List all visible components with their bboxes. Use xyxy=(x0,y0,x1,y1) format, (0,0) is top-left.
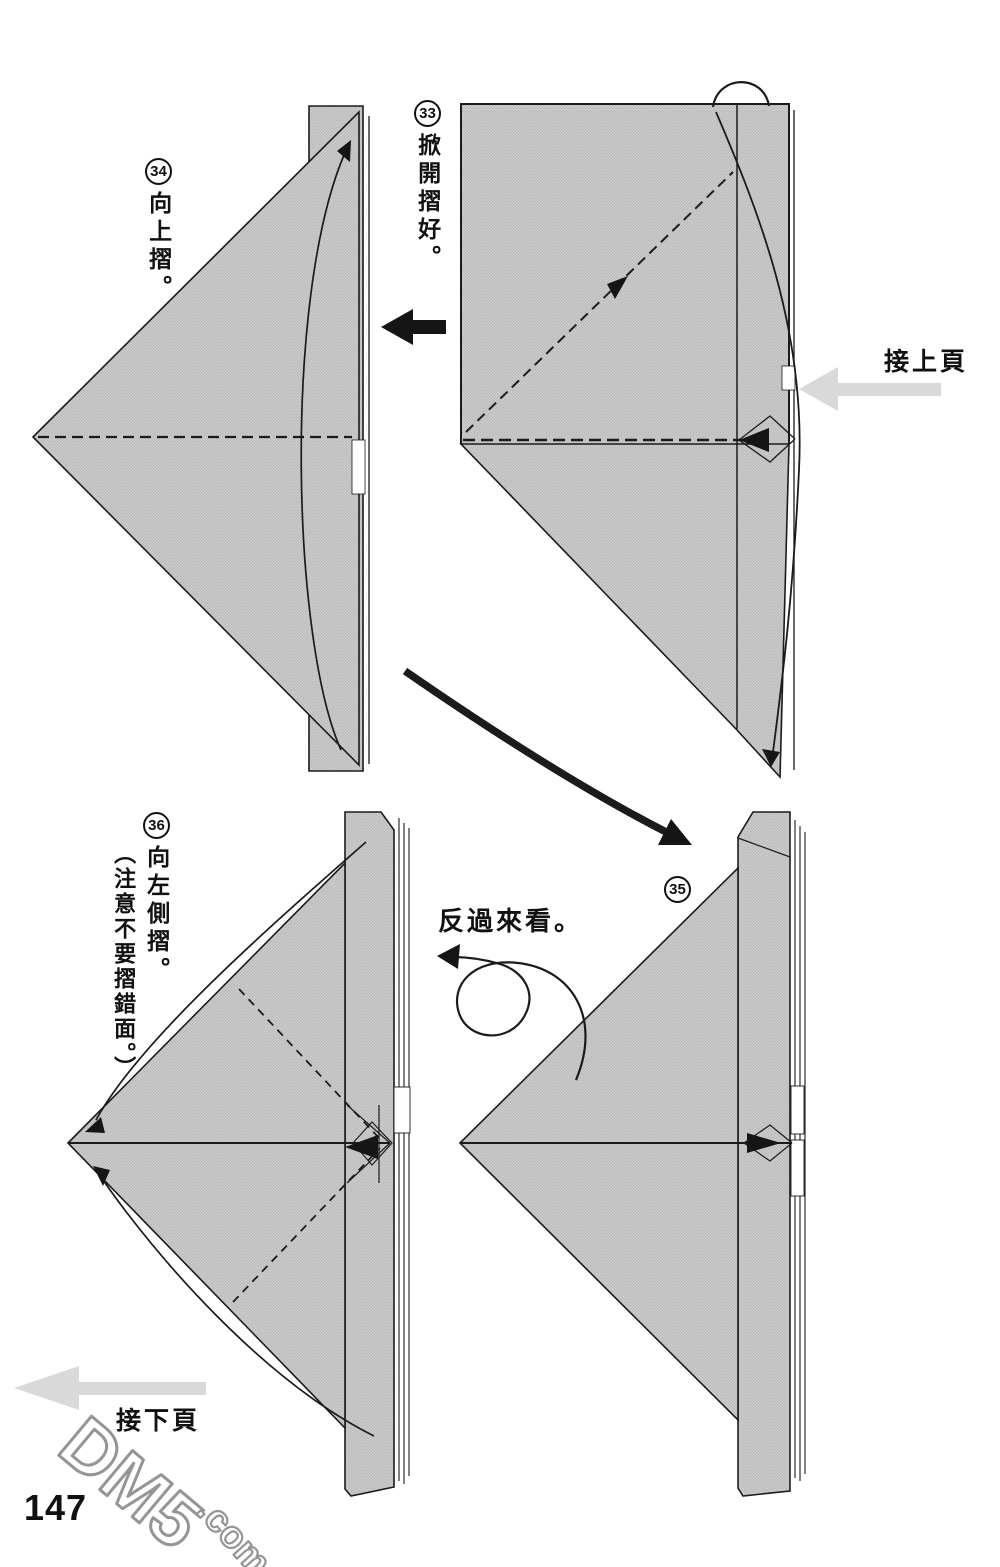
flap-kite-outline xyxy=(352,1121,393,1166)
prev-page-label: 接上頁 xyxy=(884,348,969,376)
fold-line-diagonal xyxy=(465,171,734,433)
paper-lower-triangle xyxy=(459,443,790,779)
step36-number-badge: 36 xyxy=(143,812,170,839)
fold-left-lower-arrowhead xyxy=(93,1166,110,1186)
flip-loop-arrow-curve xyxy=(451,955,587,1081)
flap-arrowhead xyxy=(739,428,769,452)
fold-left-arrow-lower-curve xyxy=(102,1179,375,1437)
step34-caption: 向上摺。 xyxy=(145,191,172,303)
figure-step36 xyxy=(66,811,411,1497)
flap-kite-outline xyxy=(738,415,796,463)
edge-tab xyxy=(781,365,796,391)
step36-caption: 向左側摺。 xyxy=(143,845,170,985)
flap-arrowhead xyxy=(747,1133,781,1153)
sweep-arrowhead xyxy=(762,749,780,767)
step33-caption: 掀開摺好。 xyxy=(414,133,441,273)
flap-arrowhead xyxy=(345,1135,378,1159)
fold-up-arrow-curve xyxy=(300,154,345,751)
edge-tab-upper xyxy=(790,1085,805,1135)
prev-page-arrow xyxy=(799,367,941,411)
big-transition-arrow-curve xyxy=(402,667,670,837)
page-number: 147 xyxy=(24,1487,88,1528)
step-transition-arrow-left xyxy=(381,309,446,345)
step36-note: （注意不要摺錯面。） xyxy=(111,842,137,1081)
annotation-arrows xyxy=(14,367,941,1410)
fold-left-upper-arrowhead xyxy=(85,1117,105,1133)
step36-label: 36 向左側摺。 xyxy=(143,812,170,985)
edge-tab-lower xyxy=(790,1139,805,1197)
step33-label: 33 掀開摺好。 xyxy=(414,100,441,273)
sweep-arrow-curve xyxy=(715,111,801,753)
paper-triangle xyxy=(66,861,346,1430)
flap-detail-lines xyxy=(346,1104,391,1184)
step34-number-badge: 34 xyxy=(145,158,172,185)
step33-number-badge: 33 xyxy=(414,100,441,127)
paper-triangle xyxy=(31,110,360,767)
figure-step34 xyxy=(31,105,446,772)
figure-step35 xyxy=(458,811,806,1497)
fold-up-arrowhead xyxy=(337,140,351,162)
strip-fold-line xyxy=(737,837,791,858)
paper-strip xyxy=(737,811,791,1497)
paper-square xyxy=(460,103,790,444)
flip-loop-arrowhead xyxy=(437,944,460,969)
figure-step33 xyxy=(459,81,801,779)
fold-line-lower-dashed xyxy=(232,1147,381,1303)
big-transition-arrowhead xyxy=(658,819,692,845)
step35-number-badge: 35 xyxy=(664,876,691,903)
next-page-label: 接下頁 xyxy=(116,1407,201,1435)
step34-label: 34 向上摺。 xyxy=(145,158,172,303)
fold-direction-arrowhead xyxy=(607,276,628,299)
fold-left-arrow-upper-curve xyxy=(95,841,367,1121)
next-page-arrow xyxy=(14,1366,206,1410)
edge-tab xyxy=(351,439,366,495)
layer-edge-lines xyxy=(398,818,410,1484)
open-arc-icon xyxy=(711,81,771,108)
flip-over-label: 反過來看。 xyxy=(438,906,584,936)
edge-tab xyxy=(393,1086,411,1134)
